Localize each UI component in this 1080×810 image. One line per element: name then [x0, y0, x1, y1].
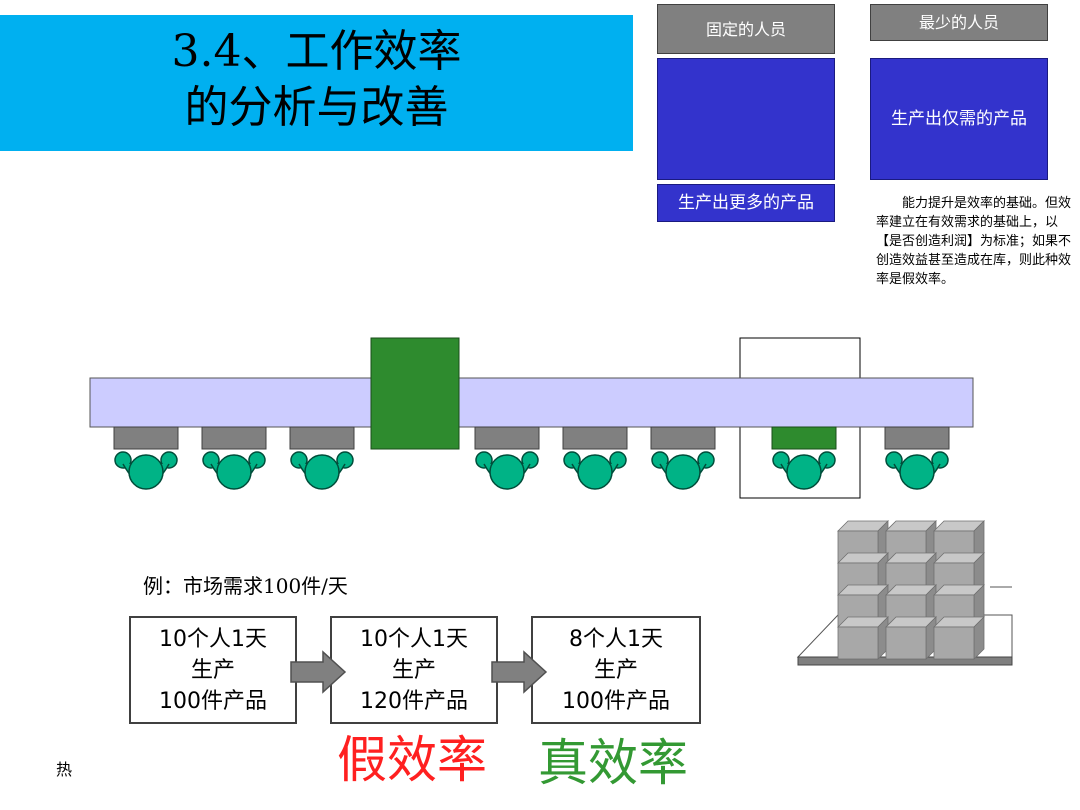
workstation	[884, 426, 950, 450]
true-efficiency-label: 真效率	[538, 734, 688, 792]
page-title-line1: 3.4、工作效率	[171, 26, 462, 77]
minimum-staff-header: 最少的人员	[870, 4, 1048, 41]
title-banner	[0, 15, 633, 151]
worker-icon	[290, 451, 354, 490]
fixed-staff-box	[657, 58, 835, 180]
worker-icon	[885, 451, 949, 490]
worker-icon	[563, 451, 627, 490]
worker-icon	[651, 451, 715, 490]
arrow-right-icon	[290, 650, 347, 694]
worker-icon	[772, 451, 836, 490]
step-line: 8个人1天	[569, 627, 663, 652]
efficiency-note: 能力提升是效率的基础。但效率建立在有效需求的基础上，以【是否创造利润】为标准；如…	[876, 196, 1072, 287]
step-box-3: 8个人1天 生产 100件产品	[531, 616, 701, 724]
false-efficiency-label: 假效率	[337, 731, 487, 789]
step-line: 120件产品	[360, 689, 468, 714]
step-line: 100件产品	[562, 689, 670, 714]
step-box-1: 10个人1天 生产 100件产品	[129, 616, 297, 724]
conveyor-bar	[89, 377, 974, 428]
arrow-right-icon	[491, 650, 548, 694]
step-line: 生产	[190, 658, 235, 683]
workstation	[113, 426, 179, 450]
step-line: 10个人1天	[159, 627, 267, 652]
step-line: 生产	[391, 658, 436, 683]
page-title-line2: 的分析与改善	[184, 82, 449, 133]
production-line-diagram	[89, 337, 974, 499]
wip-inventory-block	[370, 337, 460, 450]
workstation	[650, 426, 716, 450]
needed-products-box: 生产出仅需的产品	[870, 58, 1048, 180]
example-label: 例：市场需求100件/天	[143, 574, 348, 598]
inventory-stack-icon	[796, 520, 1013, 666]
worker-icon	[475, 451, 539, 490]
step-line: 100件产品	[159, 689, 267, 714]
workstation-active	[771, 426, 837, 450]
step-line: 10个人1天	[360, 627, 468, 652]
workstation	[201, 426, 267, 450]
workstation	[474, 426, 540, 450]
footer-char: 热	[56, 760, 73, 779]
workstation	[562, 426, 628, 450]
fixed-staff-header: 固定的人员	[657, 4, 835, 54]
worker-icon	[114, 451, 178, 490]
more-products-box: 生产出更多的产品	[657, 184, 835, 222]
step-box-2: 10个人1天 生产 120件产品	[330, 616, 498, 724]
step-line: 生产	[593, 658, 638, 683]
workstation	[289, 426, 355, 450]
page-title: 3.4、工作效率 的分析与改善	[0, 24, 633, 136]
worker-icon	[202, 451, 266, 490]
